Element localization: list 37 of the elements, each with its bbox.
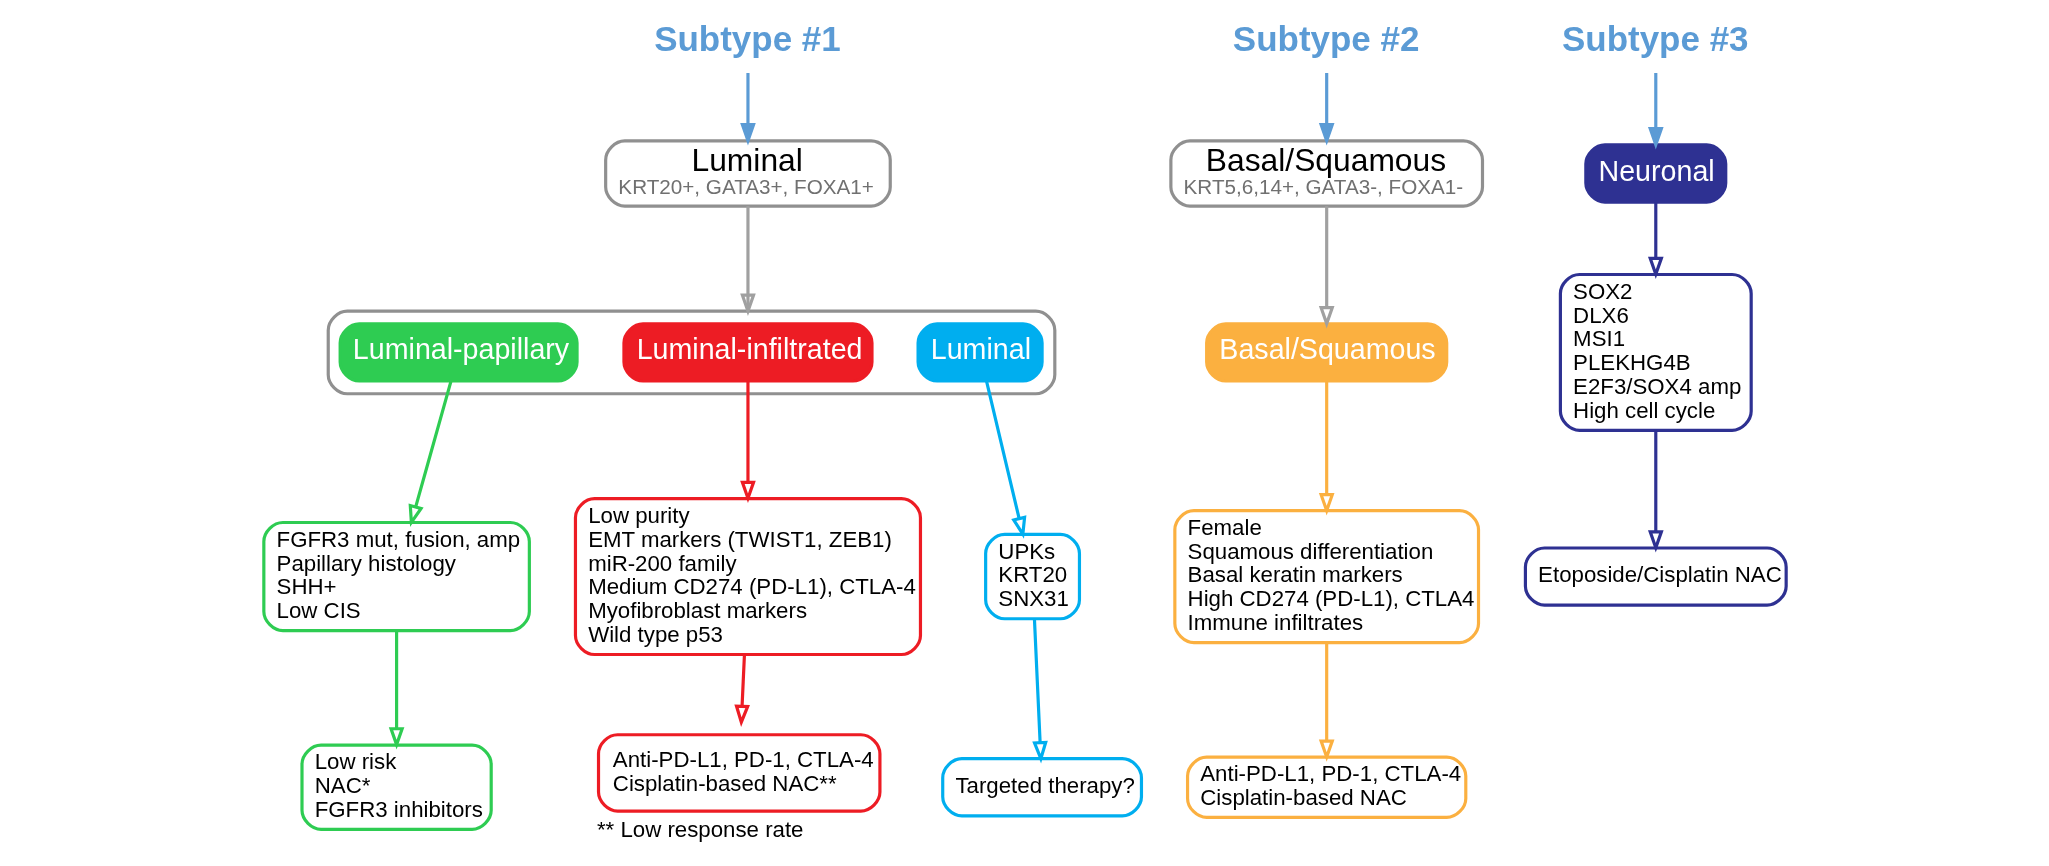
- node-box: Female Squamous differentiation Basal keratin markers High CD274 (PD-L1), CTLA4 Immune infiltrates: [1172, 508, 1480, 644]
- arrow: [388, 630, 404, 749]
- arrow: [1031, 618, 1048, 763]
- node-box: Basal/Squamous: [1204, 321, 1448, 383]
- arrow: [1647, 430, 1664, 553]
- node-box: FGFR3 mut, fusion, amp Papillary histology SHH+ Low CIS: [261, 520, 531, 632]
- arrow: [1318, 380, 1334, 515]
- node-label: ** Low response rate: [596, 816, 803, 842]
- arrow: [1318, 205, 1334, 328]
- node-box: Etoposide/Cisplatin NAC: [1523, 545, 1788, 607]
- node-text: Subtype #3: [1561, 18, 1749, 58]
- arrow: [1647, 202, 1664, 279]
- cluster: [326, 309, 1056, 395]
- arrow: [1318, 642, 1334, 762]
- arrow: [1318, 72, 1334, 145]
- node-box: Low purity EMT markers (TWIST1, ZEB1) miR-200 family Medium CD274 (PD-L1), CTLA-4 Myofibroblast markers Wild type p53: [573, 496, 922, 656]
- node-box: Luminal KRT20+, GATA3+, FOXA1+: [603, 138, 892, 208]
- node-box: Targeted therapy?: [940, 756, 1143, 817]
- node-box: Neuronal: [1583, 142, 1727, 204]
- node-box: Anti-PD-L1, PD-1, CTLA-4 Cisplatin-based NAC: [1185, 754, 1467, 819]
- node-box: Luminal-papillary: [338, 321, 579, 383]
- node-box: Basal/Squamous KRT5,6,14+, GATA3-, FOXA1-: [1168, 138, 1484, 208]
- node-box: Luminal: [916, 321, 1044, 383]
- arrow: [739, 72, 756, 145]
- node-box: Luminal-infiltrated: [621, 321, 874, 383]
- arrow: [984, 380, 1026, 539]
- arrow: [408, 380, 453, 527]
- arrow: [739, 380, 756, 503]
- node-text: Subtype #2: [1232, 18, 1419, 58]
- node-text: Subtype #1: [653, 18, 841, 58]
- node-box: Anti-PD-L1, PD-1, CTLA-4 Cisplatin-based NAC**: [596, 732, 881, 813]
- arrow: [733, 654, 750, 727]
- node-box: Low risk NAC* FGFR3 inhibitors: [299, 743, 493, 831]
- node-box: UPKs KRT20 SNX31: [983, 532, 1081, 620]
- node-box: SOX2 DLX6 MSI1 PLEKHG4B E2F3/SOX4 amp High cell cycle: [1558, 272, 1753, 432]
- arrow: [1647, 72, 1664, 149]
- arrow: [739, 205, 756, 316]
